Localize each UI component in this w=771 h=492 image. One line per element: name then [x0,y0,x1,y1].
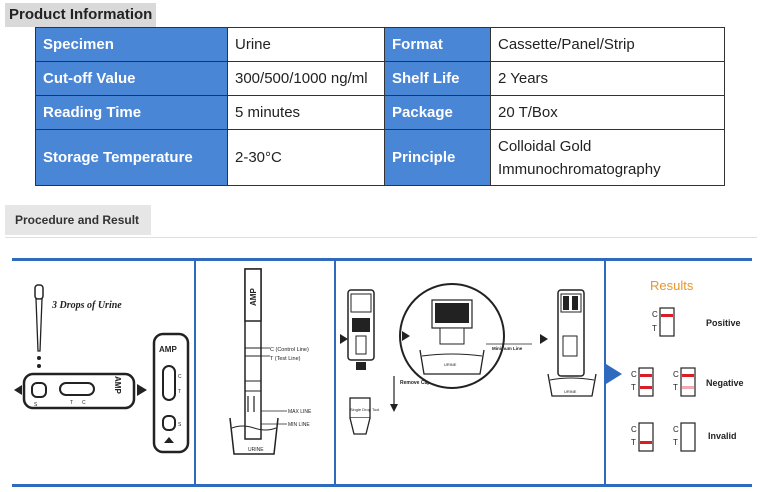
min-line-label: MIN LINE [288,422,310,428]
arrow-down-head [390,404,398,412]
arrow-right-icon [606,364,622,384]
key-cell: Reading Time [35,95,228,130]
t-mark: T [673,438,678,447]
s-mark: S [34,402,38,408]
single-drop-tool-label: Single Drop Tool [350,407,379,412]
negative-label: Negative [706,378,744,388]
test-panel [347,289,375,370]
t-mark: T [631,438,636,447]
drops-label: 3 Drops of Urine [51,300,122,311]
panel-divider [194,261,196,484]
value-cell: Colloidal Gold Immunochromatography [490,129,725,186]
test-strip: AMP [244,268,262,440]
t-mark: T [652,324,657,333]
arrow-icon [540,334,548,344]
c-mark: C [673,370,679,379]
panel-divider [334,261,336,484]
key-cell: Cut-off Value [35,61,228,96]
table-row: Reading Time 5 minutes Package 20 T/Box [35,95,725,130]
zoom-circle: URINE [399,283,505,389]
c-mark: C [178,374,182,380]
urine-label: URINE [444,362,457,367]
minimum-line-label: Minimum Line [492,346,523,351]
procedure-diagram: 3 Drops of Urine S T C AMP AMP C T S AMP… [12,256,752,492]
remove-cap-label: Remove Cap [400,380,430,386]
c-mark: C [652,310,658,319]
divider [5,237,757,238]
cassette-horizontal: S T C AMP [22,372,136,410]
key-cell: Shelf Life [384,61,491,96]
arrow-up-icon [164,437,174,443]
c-mark: C [631,370,637,379]
single-drop-tool: Single Drop Tool [349,397,379,435]
key-cell: Principle [384,129,491,186]
result-invalid: C T C T Invalid [631,422,737,452]
value-cell: 5 minutes [227,95,385,130]
invalid-label: Invalid [708,431,737,441]
t-mark: T [70,400,73,406]
arrow-right-icon [14,385,22,395]
value-cell: Cassette/Panel/Strip [490,27,725,62]
key-cell: Package [384,95,491,130]
max-line-label: MAX LINE [288,409,312,415]
value-cell: 300/500/1000 ng/ml [227,61,385,96]
result-positive: C T Positive [652,307,741,337]
amp-label: AMP [159,345,177,354]
test-line-label: T (Test Line) [270,356,301,362]
c-mark: C [82,400,86,406]
amp-label: AMP [249,288,258,306]
results-title: Results [650,278,694,293]
section-title: Product Information [5,3,157,27]
control-line-label: C (Control Line) [270,347,309,353]
positive-label: Positive [706,318,741,328]
table-row: Specimen Urine Format Cassette/Panel/Str… [35,27,725,62]
s-mark: S [178,422,182,428]
arrow-icon [402,331,410,341]
c-mark: C [631,425,637,434]
key-cell: Specimen [35,27,228,62]
amp-label: AMP [113,376,122,394]
key-cell: Format [384,27,491,62]
t-mark: T [178,389,181,395]
table-row: Cut-off Value 300/500/1000 ng/ml Shelf L… [35,61,725,96]
frame-bottom [12,484,752,487]
panel-in-cup: URINE [547,289,597,397]
value-cell: 20 T/Box [490,95,725,130]
value-cell: Urine [227,27,385,62]
t-mark: T [673,383,678,392]
table-row: Storage Temperature 2-30°C Principle Col… [35,129,725,186]
urine-label: URINE [248,447,264,453]
urine-label: URINE [564,389,577,394]
c-mark: C [673,425,679,434]
procedure-tab[interactable]: Procedure and Result [5,205,151,235]
value-cell: 2-30°C [227,129,385,186]
cassette-vertical: AMP C T S [152,332,190,454]
panel-divider [604,261,606,484]
arrow-icon [340,334,348,344]
product-info-table: Specimen Urine Format Cassette/Panel/Str… [35,27,725,186]
frame-top [12,258,752,261]
value-cell: 2 Years [490,61,725,96]
result-negative: C T C T Negative [631,367,744,397]
urine-cup: URINE [229,417,279,455]
t-mark: T [631,383,636,392]
dropper-icon [34,284,44,368]
arrow-right-icon [137,384,147,396]
key-cell: Storage Temperature [35,129,228,186]
